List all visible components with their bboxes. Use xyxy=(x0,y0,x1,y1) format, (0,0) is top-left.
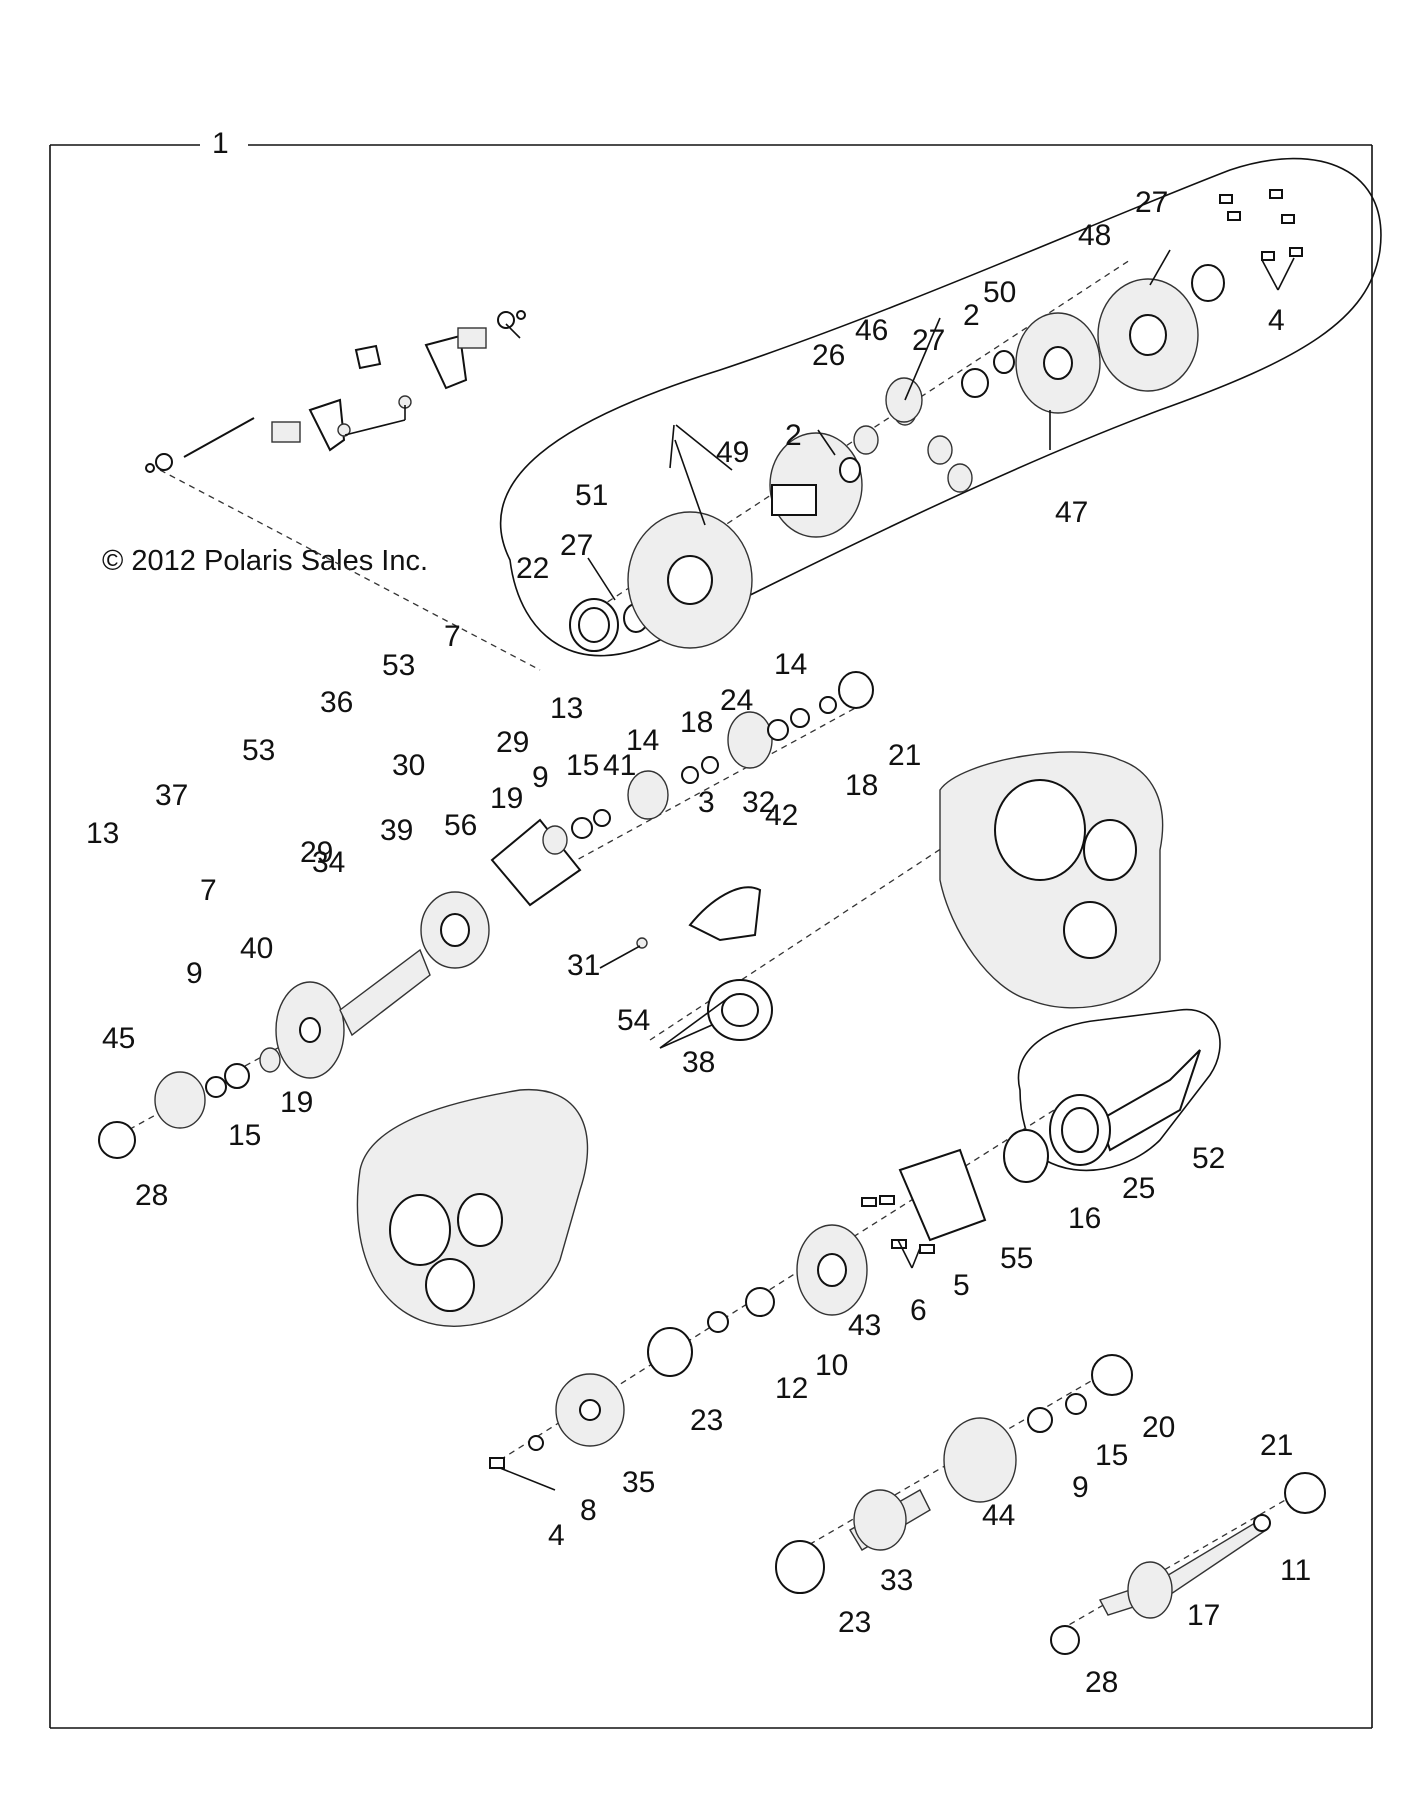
callout-54: 54 xyxy=(617,1004,650,1037)
callout-15: 15 xyxy=(228,1119,261,1152)
callout-23: 23 xyxy=(838,1606,871,1639)
callout-9: 9 xyxy=(532,761,549,794)
callout-9: 9 xyxy=(186,957,203,990)
callout-47: 47 xyxy=(1055,496,1088,529)
callout-19: 19 xyxy=(490,782,523,815)
callout-34: 34 xyxy=(312,846,345,879)
callout-8: 8 xyxy=(580,1494,597,1527)
callout-52: 52 xyxy=(1192,1142,1225,1175)
callout-18: 18 xyxy=(845,769,878,802)
callout-4: 4 xyxy=(548,1519,565,1552)
callout-16: 16 xyxy=(1068,1202,1101,1235)
callout-31: 31 xyxy=(567,949,600,982)
callout-33: 33 xyxy=(880,1564,913,1597)
callout-6: 6 xyxy=(910,1294,927,1327)
callout-38: 38 xyxy=(682,1046,715,1079)
callout-32: 32 xyxy=(742,786,775,819)
subassembly-52-outline xyxy=(1017,1008,1221,1172)
callout-12: 12 xyxy=(775,1372,808,1405)
callout-9: 9 xyxy=(1072,1471,1089,1504)
callout-28: 28 xyxy=(1085,1666,1118,1699)
callout-21: 21 xyxy=(888,739,921,772)
callout-50: 50 xyxy=(983,276,1016,309)
callout-35: 35 xyxy=(622,1466,655,1499)
callout-56: 56 xyxy=(444,809,477,842)
callout-29: 29 xyxy=(300,836,333,869)
callout-28: 28 xyxy=(135,1179,168,1212)
callout-36: 36 xyxy=(320,686,353,719)
callout-53: 53 xyxy=(382,649,415,682)
callout-7: 7 xyxy=(200,874,217,907)
callout-13: 13 xyxy=(86,817,119,850)
assembly-callout: 1 xyxy=(212,127,229,160)
callout-40: 40 xyxy=(240,932,273,965)
callout-13: 13 xyxy=(550,692,583,725)
callout-26: 26 xyxy=(812,339,845,372)
callout-37: 37 xyxy=(155,779,188,812)
callout-7: 7 xyxy=(444,620,461,653)
callout-21: 21 xyxy=(1260,1429,1293,1462)
callout-24: 24 xyxy=(720,684,753,717)
callout-2: 2 xyxy=(785,419,802,452)
small-bolts-group xyxy=(1219,189,1303,261)
drive-shaft-parts xyxy=(98,671,874,1159)
callout-14: 14 xyxy=(626,724,659,757)
callout-41: 41 xyxy=(603,749,636,782)
assembly-frame xyxy=(49,144,1373,1729)
callout-4: 4 xyxy=(1268,304,1285,337)
callout-53: 53 xyxy=(242,734,275,767)
callout-3: 3 xyxy=(698,786,715,819)
callout-29: 29 xyxy=(496,726,529,759)
callout-42: 42 xyxy=(765,799,798,832)
callout-55: 55 xyxy=(1000,1242,1033,1275)
callout-48: 48 xyxy=(1078,219,1111,252)
callout-15: 15 xyxy=(566,749,599,782)
output-shaft-parts xyxy=(489,1049,1201,1469)
callout-15: 15 xyxy=(1095,1439,1128,1472)
callout-2: 2 xyxy=(963,299,980,332)
callout-17: 17 xyxy=(1187,1599,1220,1632)
callout-10: 10 xyxy=(815,1349,848,1382)
planetary-gear-parts xyxy=(569,264,1225,652)
housing-left xyxy=(356,1088,589,1327)
callout-5: 5 xyxy=(953,1269,970,1302)
callout-27: 27 xyxy=(912,324,945,357)
callout-11: 11 xyxy=(1280,1554,1311,1587)
callout-43: 43 xyxy=(848,1309,881,1342)
callout-39: 39 xyxy=(380,814,413,847)
copyright-notice: © 2012 Polaris Sales Inc. xyxy=(102,545,428,577)
countershaft-parts xyxy=(775,1354,1326,1655)
callout-51: 51 xyxy=(575,479,608,512)
housing-right xyxy=(939,751,1164,1009)
callout-23: 23 xyxy=(690,1404,723,1437)
callout-44: 44 xyxy=(982,1499,1015,1532)
callout-45: 45 xyxy=(102,1022,135,1055)
shift-shaft-parts xyxy=(145,310,526,473)
leader-lines xyxy=(344,249,1295,1491)
callout-27: 27 xyxy=(1135,186,1168,219)
callout-18: 18 xyxy=(680,706,713,739)
callout-labels: 27 48 4 50 2 27 46 26 2 49 47 51 27 22 7… xyxy=(86,186,1311,1699)
callout-27: 27 xyxy=(560,529,593,562)
callout-25: 25 xyxy=(1122,1172,1155,1205)
callout-19: 19 xyxy=(280,1086,313,1119)
shift-plate-parts xyxy=(636,886,773,1041)
callout-30: 30 xyxy=(392,749,425,782)
callout-14: 14 xyxy=(774,648,807,681)
callout-20: 20 xyxy=(1142,1411,1175,1444)
callout-49: 49 xyxy=(716,436,749,469)
callout-22: 22 xyxy=(516,552,549,585)
callout-46: 46 xyxy=(855,314,888,347)
